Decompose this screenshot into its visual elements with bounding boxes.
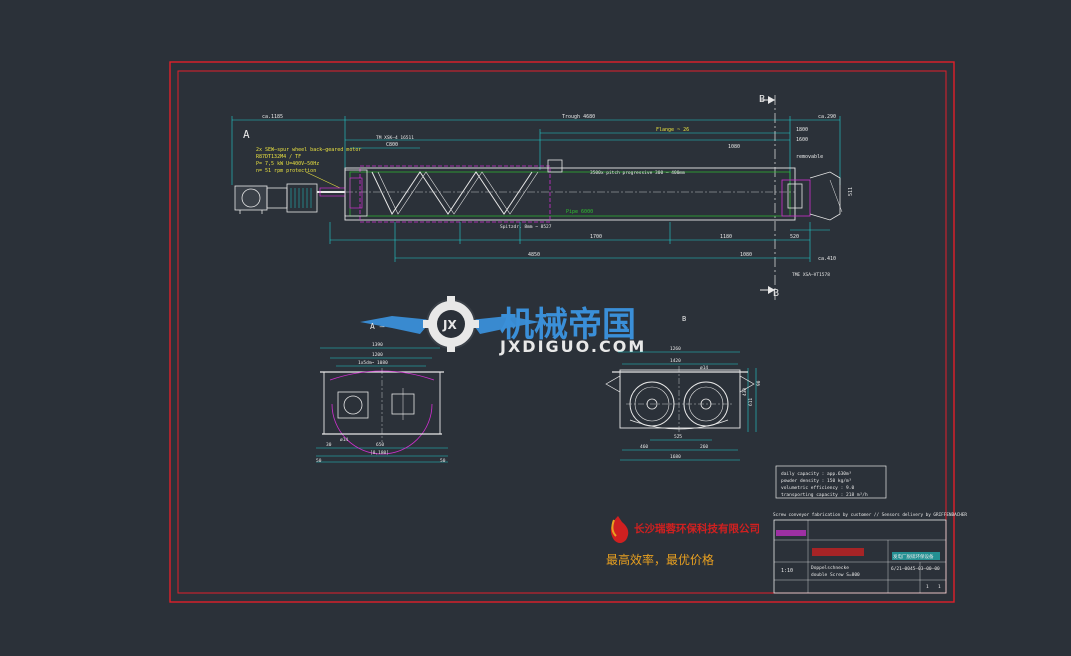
dim-c800: C800	[386, 142, 398, 148]
spec-line-4: transporting capacity : 218 m³/h	[781, 492, 868, 498]
view-b-h3: 90	[756, 380, 762, 386]
spec-line-1: daily capacity : app.630m³	[781, 471, 852, 477]
note-tm-bottom: TME XSA—VT1578	[792, 272, 830, 278]
note-flight: 3500x pitch progressive 300 — 400mm	[590, 170, 685, 176]
view-b-tick-a: 460	[640, 444, 648, 450]
watermark-emblem-text: JX	[442, 318, 457, 332]
view-a-w-sub: [8,180]	[370, 450, 389, 456]
note-motor-2: R87DT132M4 / TF	[256, 154, 301, 160]
elevation-view: ca.1185 Trough 4680 ca.290 Flange ~ 26 1…	[231, 94, 854, 300]
title-block	[773, 519, 947, 594]
note-motor-3: P= 7,5 kW U=400V—50Hz	[256, 161, 319, 167]
view-b-w-top: 1260	[670, 346, 681, 352]
title-desc-1: Doppelschnecke	[811, 565, 849, 571]
view-a-marker: A	[243, 128, 250, 141]
dim-right-height: 511	[848, 187, 854, 196]
note-pipe: Pipe 6000	[566, 209, 593, 215]
view-b-tick-c: 260	[700, 444, 708, 450]
view-b-w-low: 525	[674, 434, 682, 440]
specs-box	[775, 465, 887, 499]
view-a-side-r: 50	[440, 458, 446, 464]
view-a-w-base: 650	[376, 442, 384, 448]
view-a-side-l: 50	[316, 458, 322, 464]
title-block-header: Screw conveyor fabrication by customer /…	[773, 512, 967, 518]
spec-line-3: volumetric efficiency : 9.0	[781, 485, 854, 491]
note-removable: removable	[796, 154, 823, 160]
view-b-h1: 611	[748, 398, 754, 406]
view-a-w-inner: 1200	[372, 352, 383, 358]
note-sprocket: Spitzdr. 8mm ~ 8527	[500, 224, 552, 230]
view-a-tick-b: ø14	[340, 437, 348, 443]
title-drawing-no: 6/21—0045—03—00—00	[891, 566, 940, 572]
watermark-logo	[360, 296, 540, 352]
note-motor-1: 2x SEW—spur wheel back—geared motor	[256, 147, 361, 153]
view-b-tick-b: ø14	[700, 365, 708, 371]
view-a-arrow: A —	[370, 322, 385, 331]
dim-mid-span2: 1180	[720, 234, 732, 240]
dim-inlet-b: 1600	[796, 137, 808, 143]
view-b-w-inner: 1420	[670, 358, 681, 364]
section-line-b	[760, 95, 776, 300]
dim-right-tail: ca.410	[818, 256, 836, 262]
title-scale: 1:10	[781, 568, 793, 574]
dim-inner-top: 1080	[728, 144, 740, 150]
brand-logo-icon	[610, 516, 629, 543]
title-desc-2: double Screw S=800	[811, 572, 860, 578]
dim-sub-total: 1080	[740, 252, 752, 258]
sheet-inner-border	[177, 70, 947, 594]
title-cn-block: 发电厂脱硫环保设备	[893, 553, 934, 560]
view-a-w-top: 1390	[372, 342, 383, 348]
screw-trough	[317, 159, 843, 223]
note-tm-top: TM XSK—4 16511	[376, 135, 414, 141]
section-view-b	[605, 351, 757, 461]
watermark-en-title: JXDIGUO.COM	[499, 337, 646, 356]
note-motor-4: n= 51 rpm protection	[256, 168, 316, 174]
dim-total-left: ca.1185	[262, 114, 283, 120]
view-a-w-mid: 1x5dm~ 1080	[358, 360, 388, 366]
section-marker-bottom: B	[773, 288, 779, 299]
dim-right-small: 520	[790, 234, 799, 240]
dim-mid-span: 1700	[590, 234, 602, 240]
dim-overall: 4850	[528, 252, 540, 258]
dim-right-end: ca.290	[818, 114, 836, 120]
geared-motor	[234, 183, 318, 214]
watermark-cn-title: 机械帝国	[500, 305, 636, 345]
view-b-w-base: 1680	[670, 454, 681, 460]
end-view-a	[316, 347, 448, 463]
dim-trough: Trough 4680	[562, 114, 595, 120]
view-a-tick-a: 30	[326, 442, 332, 448]
brand-company: 长沙瑞蓉环保科技有限公司	[634, 522, 760, 535]
title-sheet: 1	[926, 584, 929, 590]
view-b-h2: 430	[742, 388, 748, 396]
sheet-outer-border	[169, 61, 955, 603]
title-sheet-total: 1	[938, 584, 941, 590]
view-b-marker: B	[682, 315, 686, 323]
bottom-dimension-lines	[329, 222, 830, 262]
section-marker-top: B	[759, 94, 765, 105]
dim-flange: Flange ~ 26	[656, 127, 689, 133]
spec-line-2: powder density : 150 kg/m³	[781, 478, 852, 484]
dim-inlet-a: 1800	[796, 127, 808, 133]
brand-slogan: 最高效率，最优价格	[606, 552, 714, 567]
